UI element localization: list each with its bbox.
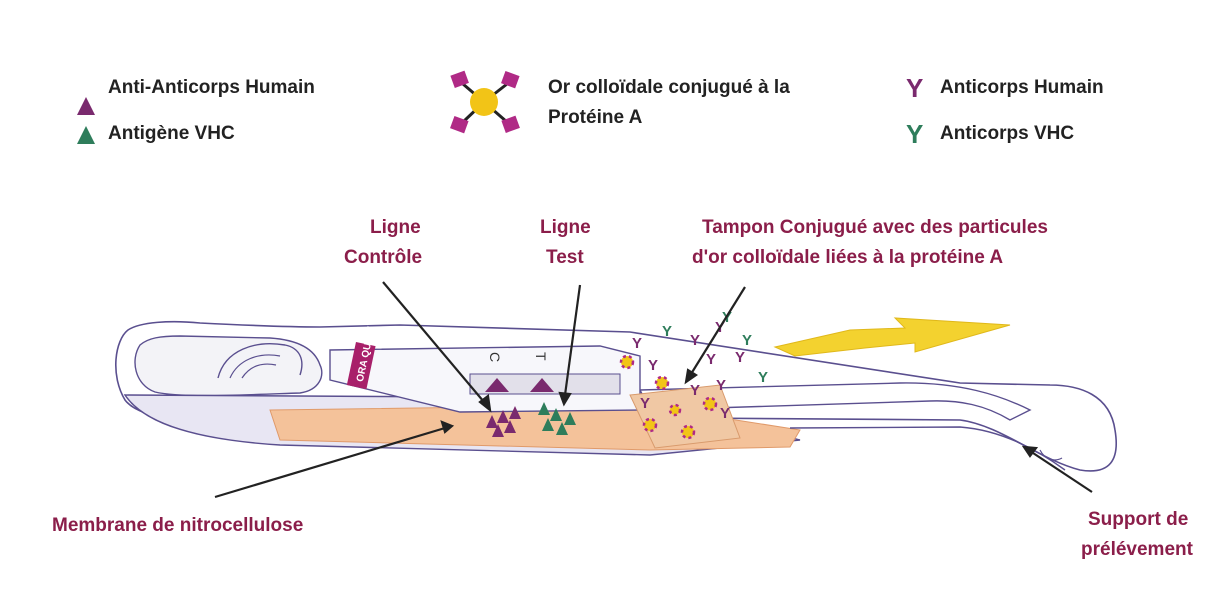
legend-anticorps-humain: Anticorps Humain <box>940 74 1104 102</box>
svg-text:Y: Y <box>632 335 642 352</box>
svg-text:Y: Y <box>690 382 700 399</box>
svg-text:Y: Y <box>758 369 768 386</box>
window-mark-c: C <box>487 352 503 362</box>
label-support-2: prélévement <box>1081 536 1193 564</box>
legend-antigene-vhc: Antigène VHC <box>108 120 235 148</box>
svg-text:Y: Y <box>690 332 700 349</box>
svg-text:Y: Y <box>640 395 650 412</box>
legend-gold-particle-icon <box>450 71 520 134</box>
window-mark-t: T <box>533 352 549 361</box>
legend-anticorps-vhc: Anticorps VHC <box>940 120 1074 148</box>
legend-anti-anticorps-humain: Anti-Anticorps Humain <box>108 74 315 102</box>
legend-or-colloidale-line2: Protéine A <box>548 104 642 132</box>
legend-green-triangle-icon <box>77 126 95 144</box>
label-membrane: Membrane de nitrocellulose <box>52 512 303 540</box>
label-tampon-1: Tampon Conjugué avec des particules <box>702 214 1048 242</box>
label-ligne-test-1: Ligne <box>540 214 591 242</box>
legend-green-antibody-icon: Y <box>906 119 923 149</box>
svg-text:Y: Y <box>735 349 745 366</box>
device-handle-loop <box>135 336 322 396</box>
test-device: ORA QUICK C T <box>116 322 1116 471</box>
flow-direction-arrow <box>775 318 1010 356</box>
label-tampon-2: d'or colloïdale liées à la protéine A <box>692 244 1003 272</box>
legend-purple-antibody-icon: Y <box>906 73 923 103</box>
svg-text:Y: Y <box>720 405 730 422</box>
legend-or-colloidale-line1: Or colloïdale conjugué à la <box>548 74 790 102</box>
label-ligne-test-2: Test <box>546 244 584 272</box>
svg-text:Y: Y <box>742 332 752 349</box>
label-ligne-controle-2: Contrôle <box>344 244 422 272</box>
svg-text:Y: Y <box>716 377 726 394</box>
svg-text:Y: Y <box>648 357 658 374</box>
svg-text:Y: Y <box>662 323 672 340</box>
legend-purple-triangle-icon <box>77 97 95 115</box>
label-support-1: Support de <box>1088 506 1188 534</box>
label-ligne-controle-1: Ligne <box>370 214 421 242</box>
svg-text:Y: Y <box>706 351 716 368</box>
